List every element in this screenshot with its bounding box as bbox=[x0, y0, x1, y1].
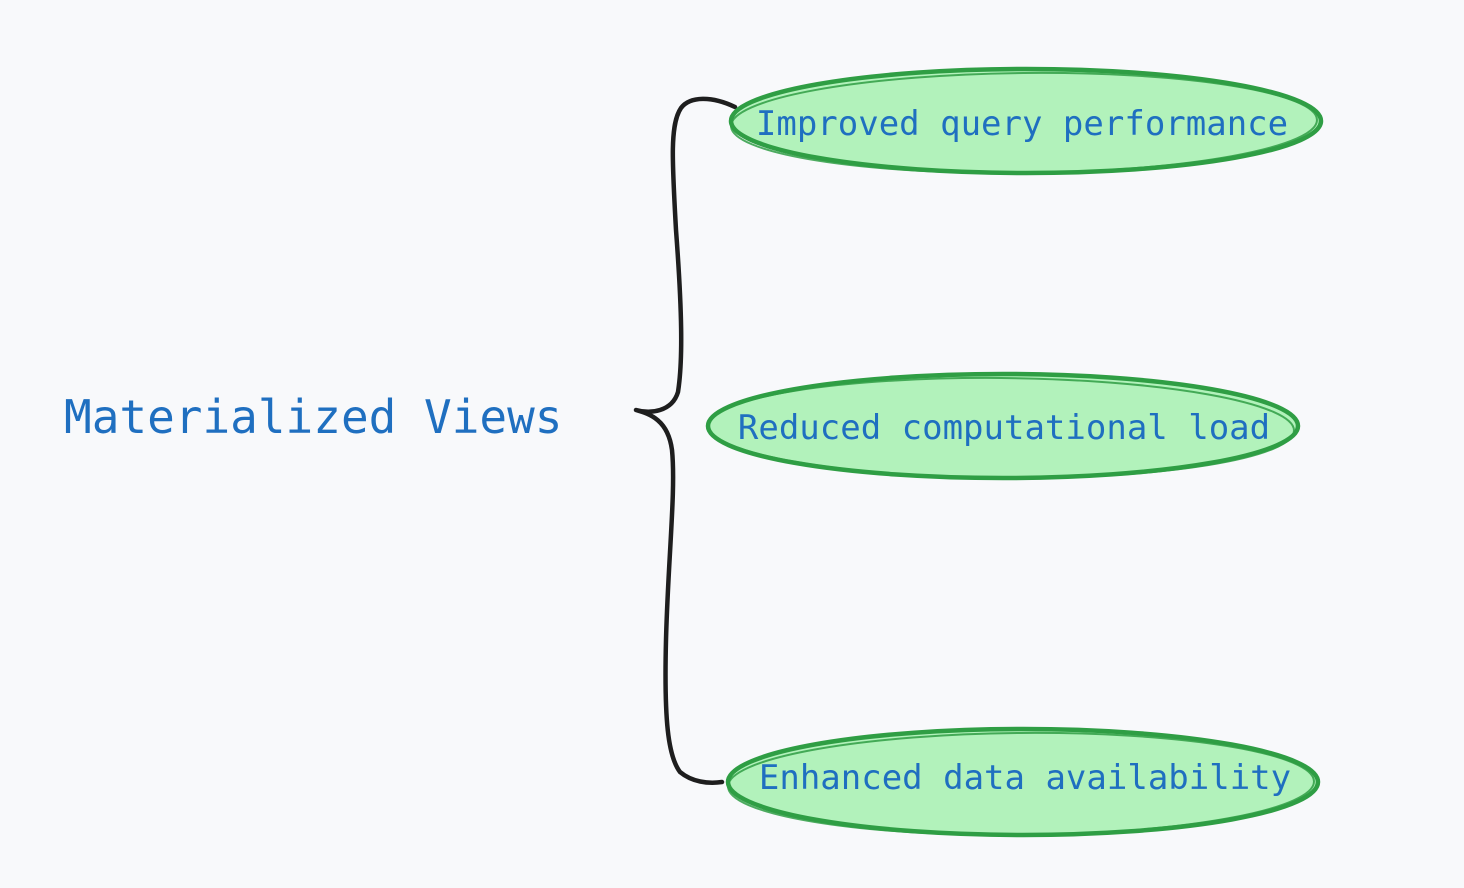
root-label: Materialized Views bbox=[64, 390, 563, 444]
node-shape-sketch bbox=[707, 376, 1295, 480]
node-shape-sketch bbox=[727, 731, 1315, 837]
branch-label: Improved query performance bbox=[756, 104, 1288, 144]
branch-node-reduced-computational-load[interactable]: Reduced computational load bbox=[705, 371, 1301, 481]
branch-label: Reduced computational load bbox=[738, 408, 1270, 448]
node-shape-sketch bbox=[730, 71, 1318, 175]
branch-label: Enhanced data availability bbox=[759, 758, 1291, 798]
branch-node-enhanced-data-availability[interactable]: Enhanced data availability bbox=[725, 726, 1321, 838]
branch-node-improved-query-performance[interactable]: Improved query performance bbox=[728, 66, 1324, 176]
curly-brace-connector bbox=[633, 96, 738, 785]
